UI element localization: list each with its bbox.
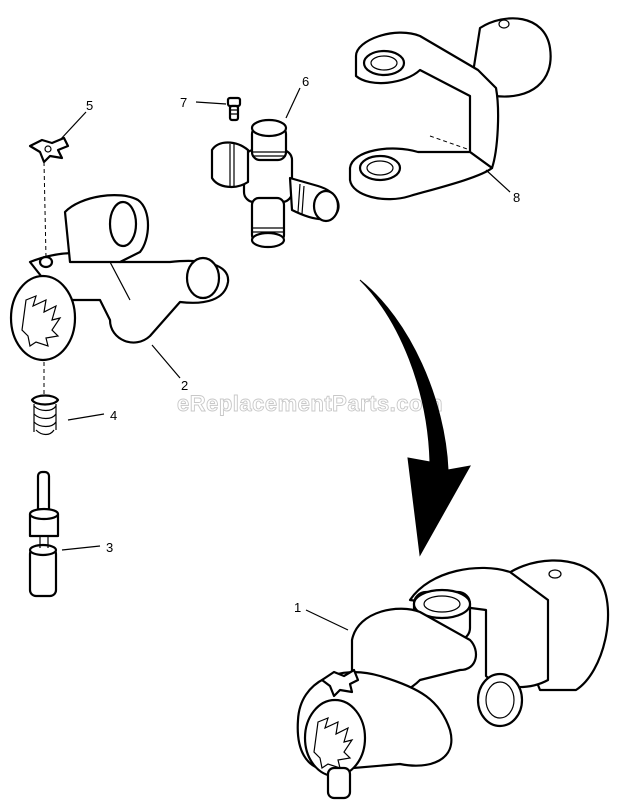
watermark: eReplacementParts.com (177, 391, 443, 416)
leader-8 (485, 169, 511, 193)
callout-1: 1 (294, 600, 301, 615)
leader-2 (151, 344, 181, 379)
leader-4 (67, 413, 105, 421)
part-6-cross-bearing-kit[interactable] (210, 118, 340, 249)
part-5-lock-pin[interactable] (28, 136, 70, 164)
part-7-grease-fitting[interactable] (226, 96, 242, 122)
leader-6 (285, 87, 301, 119)
callout-8: 8 (513, 190, 520, 205)
part-4-spring[interactable] (30, 394, 60, 436)
callout-2: 2 (181, 378, 188, 393)
callout-6: 6 (302, 74, 309, 89)
assembly-arrow (359, 279, 471, 557)
leader-5 (59, 111, 87, 141)
callout-5: 5 (86, 98, 93, 113)
part-3-plunger[interactable] (28, 470, 60, 598)
part-1-universal-joint-assembly[interactable] (296, 559, 610, 800)
callout-4: 4 (110, 408, 117, 423)
part-2-yoke[interactable] (9, 194, 230, 362)
callout-7: 7 (180, 95, 187, 110)
callout-3: 3 (106, 540, 113, 555)
leader-1 (305, 609, 349, 631)
leader-3 (61, 545, 101, 551)
assembly-line-5 (43, 161, 47, 259)
part-8-tube-yoke[interactable] (348, 17, 552, 201)
leader-7 (195, 101, 227, 105)
